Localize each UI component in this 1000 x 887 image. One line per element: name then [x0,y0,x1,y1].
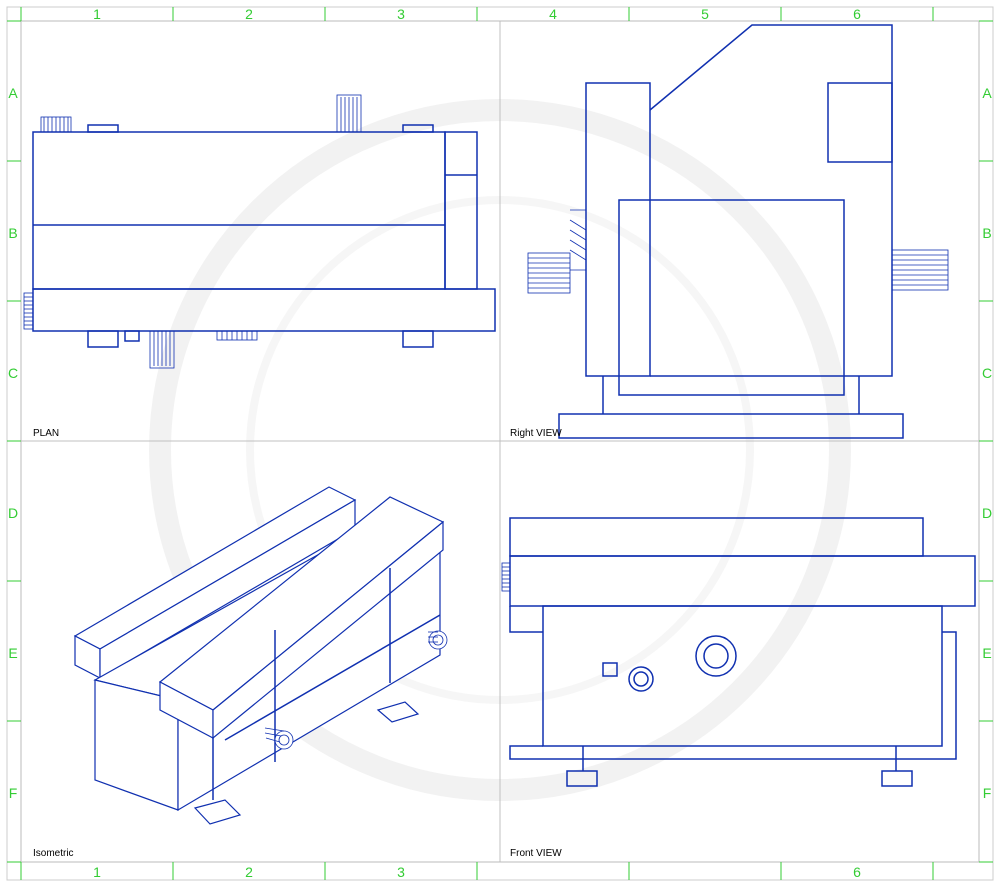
zone-row-c: C [8,365,18,381]
zone-row-b-right: B [982,225,991,241]
zone-row-b: B [8,225,17,241]
zone-col-3: 3 [397,6,405,22]
plan-nozzle-bottom [149,330,175,369]
zone-row-e: E [8,645,17,661]
zone-col-1: 1 [93,6,101,22]
front-view-label: Front VIEW [510,848,562,859]
right-nozzle-right [891,249,949,291]
plan-nozzle-right-top [336,94,362,133]
plan-nozzle-bottom-flat [216,330,258,341]
right-nozzle-left [527,209,587,294]
plan-view: PLAN [23,94,496,439]
front-nozzle-side [501,562,511,592]
zone-row-a: A [8,85,18,101]
zone-col-3-bottom: 3 [397,864,405,880]
zone-row-c-right: C [982,365,992,381]
zone-col-1-bottom: 1 [93,864,101,880]
plan-view-label: PLAN [33,428,59,439]
iso-nozzle-side [428,630,448,650]
zone-row-e-right: E [982,645,991,661]
zone-col-6: 6 [853,6,861,22]
zone-col-2: 2 [245,6,253,22]
zone-row-f: F [9,785,18,801]
right-view: Right VIEW [510,24,949,439]
zone-labels-bottom: 1 2 3 6 [93,864,861,880]
iso-nozzle-front [264,727,294,750]
zone-ticks [7,7,993,880]
plan-nozzle-side [23,292,34,330]
zone-labels-right: A B C D E F [982,85,992,801]
zone-row-a-right: A [982,85,992,101]
zone-col-5: 5 [701,6,709,22]
isometric-view-label: Isometric [33,848,74,859]
zone-col-2-bottom: 2 [245,864,253,880]
front-view: Front VIEW [501,517,976,859]
zone-col-6-bottom: 6 [853,864,861,880]
zone-row-d-right: D [982,505,992,521]
zone-col-4: 4 [549,6,557,22]
zone-row-d: D [8,505,18,521]
right-view-label: Right VIEW [510,428,562,439]
zone-labels-left: A B C D E F [8,85,18,801]
isometric-view: Isometric [33,486,448,859]
zone-row-f-right: F [983,785,992,801]
zone-labels-top: 1 2 3 4 5 6 [93,6,861,22]
plan-nozzle-left-top [40,116,72,133]
